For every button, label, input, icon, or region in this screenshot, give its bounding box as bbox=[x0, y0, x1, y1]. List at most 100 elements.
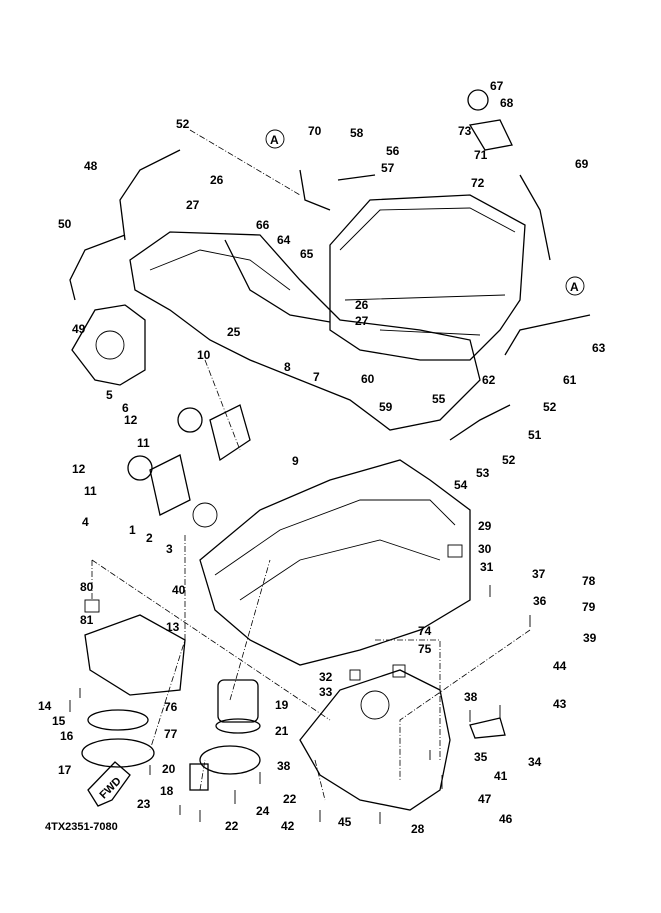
callout-24: 24 bbox=[256, 804, 270, 818]
callout-47: 47 bbox=[478, 792, 492, 806]
callout-79: 79 bbox=[582, 600, 596, 614]
crankcase-lower bbox=[199, 459, 471, 666]
ref-mark-label: A bbox=[570, 280, 579, 294]
callout-64: 64 bbox=[277, 233, 291, 247]
callout-51: 51 bbox=[528, 428, 542, 442]
callout-5: 5 bbox=[106, 388, 113, 402]
callout-72: 72 bbox=[471, 176, 485, 190]
center-lines bbox=[91, 129, 531, 801]
callout-69: 69 bbox=[575, 157, 589, 171]
callout-16: 16 bbox=[60, 729, 74, 743]
water-pump-cover bbox=[71, 304, 146, 386]
callout-25: 25 bbox=[227, 325, 241, 339]
callout-54: 54 bbox=[454, 478, 468, 492]
callout-56: 56 bbox=[386, 144, 400, 158]
callout-15: 15 bbox=[52, 714, 66, 728]
callout-19: 19 bbox=[275, 698, 289, 712]
ref-mark-label: A bbox=[270, 133, 279, 147]
reference-mark-a-1: A bbox=[265, 129, 285, 149]
callout-44: 44 bbox=[553, 659, 567, 673]
callout-13: 13 bbox=[166, 620, 180, 634]
callout-52: 52 bbox=[502, 453, 516, 467]
callout-60: 60 bbox=[361, 372, 375, 386]
callout-57: 57 bbox=[381, 161, 395, 175]
callout-3: 3 bbox=[166, 542, 173, 556]
callout-11: 11 bbox=[137, 436, 150, 450]
callout-8: 8 bbox=[284, 360, 291, 374]
callout-58: 58 bbox=[350, 126, 364, 140]
callout-62: 62 bbox=[482, 373, 496, 387]
callout-2: 2 bbox=[146, 531, 153, 545]
callout-32: 32 bbox=[319, 670, 333, 684]
callout-35: 35 bbox=[474, 750, 488, 764]
callout-31: 31 bbox=[480, 560, 494, 574]
cylinder-head bbox=[329, 194, 526, 361]
callout-22: 22 bbox=[283, 792, 297, 806]
callout-45: 45 bbox=[338, 815, 352, 829]
callout-49: 49 bbox=[72, 322, 86, 336]
callout-36: 36 bbox=[533, 594, 547, 608]
callout-26: 26 bbox=[355, 298, 369, 312]
callout-41: 41 bbox=[494, 769, 508, 783]
callout-7: 7 bbox=[313, 370, 320, 384]
callout-33: 33 bbox=[319, 685, 333, 699]
callout-37: 37 bbox=[532, 567, 546, 581]
hoses bbox=[69, 89, 591, 441]
callout-27: 27 bbox=[186, 198, 200, 212]
callout-40: 40 bbox=[172, 583, 186, 597]
callout-34: 34 bbox=[528, 755, 542, 769]
callout-74: 74 bbox=[418, 624, 432, 638]
callout-20: 20 bbox=[162, 762, 176, 776]
oil-strainer-housing bbox=[81, 614, 186, 768]
oil-pump-gears bbox=[127, 404, 251, 528]
callout-21: 21 bbox=[275, 724, 289, 738]
callout-14: 14 bbox=[38, 699, 52, 713]
callout-12: 12 bbox=[124, 413, 138, 427]
callout-38: 38 bbox=[277, 759, 291, 773]
callout-53: 53 bbox=[476, 466, 490, 480]
callout-78: 78 bbox=[582, 574, 596, 588]
callout-39: 39 bbox=[583, 631, 597, 645]
callout-80: 80 bbox=[80, 580, 94, 594]
diagram-code: 4TX2351-7080 bbox=[45, 821, 118, 833]
callout-26: 26 bbox=[210, 173, 224, 187]
callout-61: 61 bbox=[563, 373, 577, 387]
callout-6: 6 bbox=[122, 401, 129, 415]
callout-81: 81 bbox=[80, 613, 94, 627]
fwd-arrow-icon: FWD bbox=[87, 761, 131, 807]
callout-66: 66 bbox=[256, 218, 270, 232]
callout-65: 65 bbox=[300, 247, 314, 261]
callout-42: 42 bbox=[281, 819, 295, 833]
callout-28: 28 bbox=[411, 822, 425, 836]
callout-1: 1 bbox=[129, 523, 136, 537]
callout-59: 59 bbox=[379, 400, 393, 414]
callout-46: 46 bbox=[499, 812, 513, 826]
callout-10: 10 bbox=[197, 348, 211, 362]
bolts bbox=[69, 544, 531, 824]
callout-4: 4 bbox=[82, 515, 89, 529]
callout-27: 27 bbox=[355, 314, 369, 328]
callout-52: 52 bbox=[543, 400, 557, 414]
callout-71: 71 bbox=[474, 148, 488, 162]
oil-pan bbox=[299, 669, 451, 811]
callout-55: 55 bbox=[432, 392, 446, 406]
oil-filter bbox=[189, 679, 261, 791]
callout-75: 75 bbox=[418, 642, 432, 656]
callout-9: 9 bbox=[292, 454, 299, 468]
callout-30: 30 bbox=[478, 542, 492, 556]
callout-50: 50 bbox=[58, 217, 72, 231]
callout-29: 29 bbox=[478, 519, 492, 533]
callout-23: 23 bbox=[137, 797, 151, 811]
crankcase-upper bbox=[129, 231, 481, 431]
reference-mark-a-2: A bbox=[565, 276, 585, 296]
callout-38: 38 bbox=[464, 690, 478, 704]
callout-67: 67 bbox=[490, 79, 504, 93]
callout-12: 12 bbox=[72, 462, 86, 476]
callout-63: 63 bbox=[592, 341, 606, 355]
callout-17: 17 bbox=[58, 763, 72, 777]
callout-77: 77 bbox=[164, 727, 178, 741]
callout-68: 68 bbox=[500, 96, 514, 110]
